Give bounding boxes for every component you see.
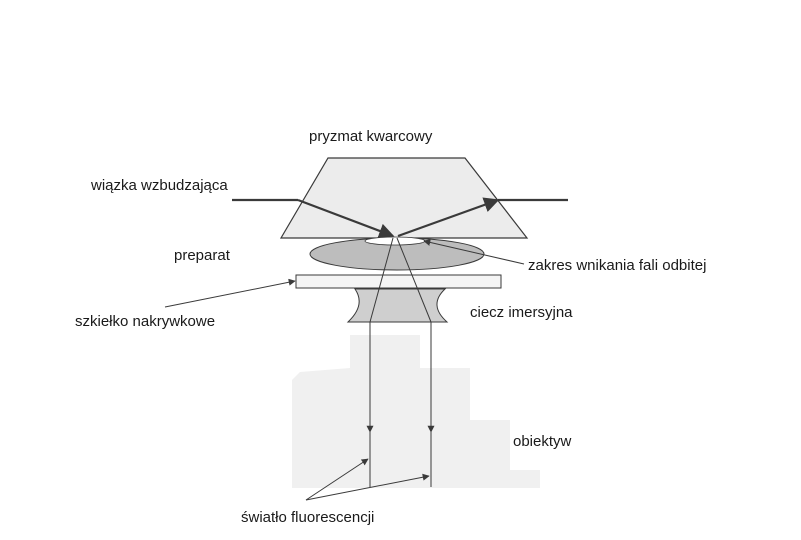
- label-prism: pryzmat kwarcowy: [309, 128, 433, 145]
- label-immersion-liquid: ciecz imersyjna: [470, 304, 573, 321]
- pointer-fluorescence-left: [305, 458, 369, 501]
- label-penetration-range: zakres wnikania fali odbitej: [528, 257, 707, 274]
- label-specimen: preparat: [174, 247, 230, 264]
- label-fluorescence-light: światło fluorescencji: [241, 509, 375, 526]
- fluorescence-ray-right-upper: [396, 237, 432, 323]
- pointer-fluorescence-right: [305, 473, 430, 501]
- immersion-liquid: [346, 288, 449, 323]
- quartz-prism: [279, 157, 529, 239]
- cover-glass: [295, 274, 502, 289]
- label-excitation-beam: wiązka wzbudzająca: [91, 177, 228, 194]
- penetration-zone: [364, 236, 426, 246]
- objective-body: [292, 335, 540, 488]
- fluorescence-ray-left-upper: [369, 237, 394, 323]
- pointer-cover-glass: [164, 278, 296, 308]
- reflected-beam: [397, 197, 500, 238]
- label-cover-glass: szkiełko nakrywkowe: [75, 313, 216, 330]
- label-objective: obiektyw: [513, 433, 572, 450]
- pointer-penetration: [423, 239, 525, 265]
- excitation-beam-refracted: [297, 198, 395, 239]
